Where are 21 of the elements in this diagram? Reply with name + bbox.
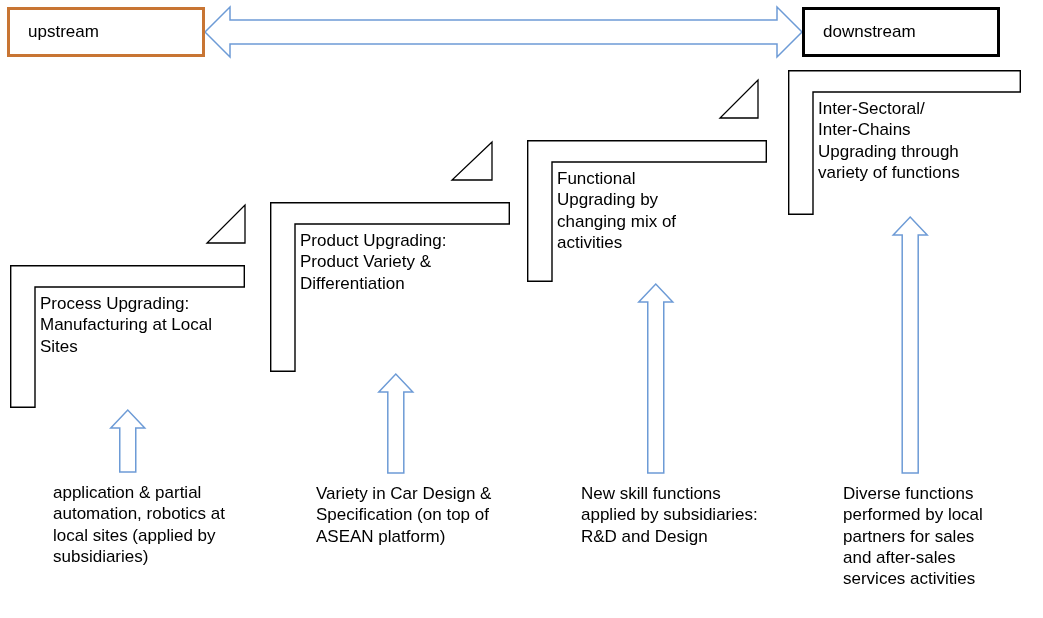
description-text: Variety in Car Design & Specification (on top of ASEAN platform) (316, 483, 493, 547)
description-text: Diverse functions performed by local partners for sales and after-sales services activities (843, 483, 984, 590)
step-shape (10, 265, 245, 408)
step-shape (270, 202, 510, 372)
description-text: New skill functions applied by subsidiaries: R&D and Design (581, 483, 759, 547)
box-label: upstream (28, 21, 99, 43)
description-text: application & partial automation, robotics at local sites (applied by subsidiaries) (53, 482, 226, 567)
step-label: Process Upgrading: Manufacturing at Local Sites (40, 293, 212, 357)
label-box (7, 7, 205, 57)
step-label: Functional Upgrading by changing mix of activities (557, 168, 678, 253)
step-label: Inter-Sectoral/ Inter-Chains Upgrading through variety of functions (818, 98, 961, 183)
label-box (802, 7, 1000, 57)
block-arrow (891, 215, 929, 474)
block-arrow (637, 282, 675, 474)
block-arrow (109, 408, 147, 473)
step-label: Product Upgrading: Product Variety & Differentiation (300, 230, 448, 294)
block-arrow (377, 372, 415, 474)
box-label: downstream (823, 21, 916, 43)
block-arrow (203, 5, 804, 59)
step-shape (527, 140, 767, 282)
step-shape (788, 70, 1021, 215)
